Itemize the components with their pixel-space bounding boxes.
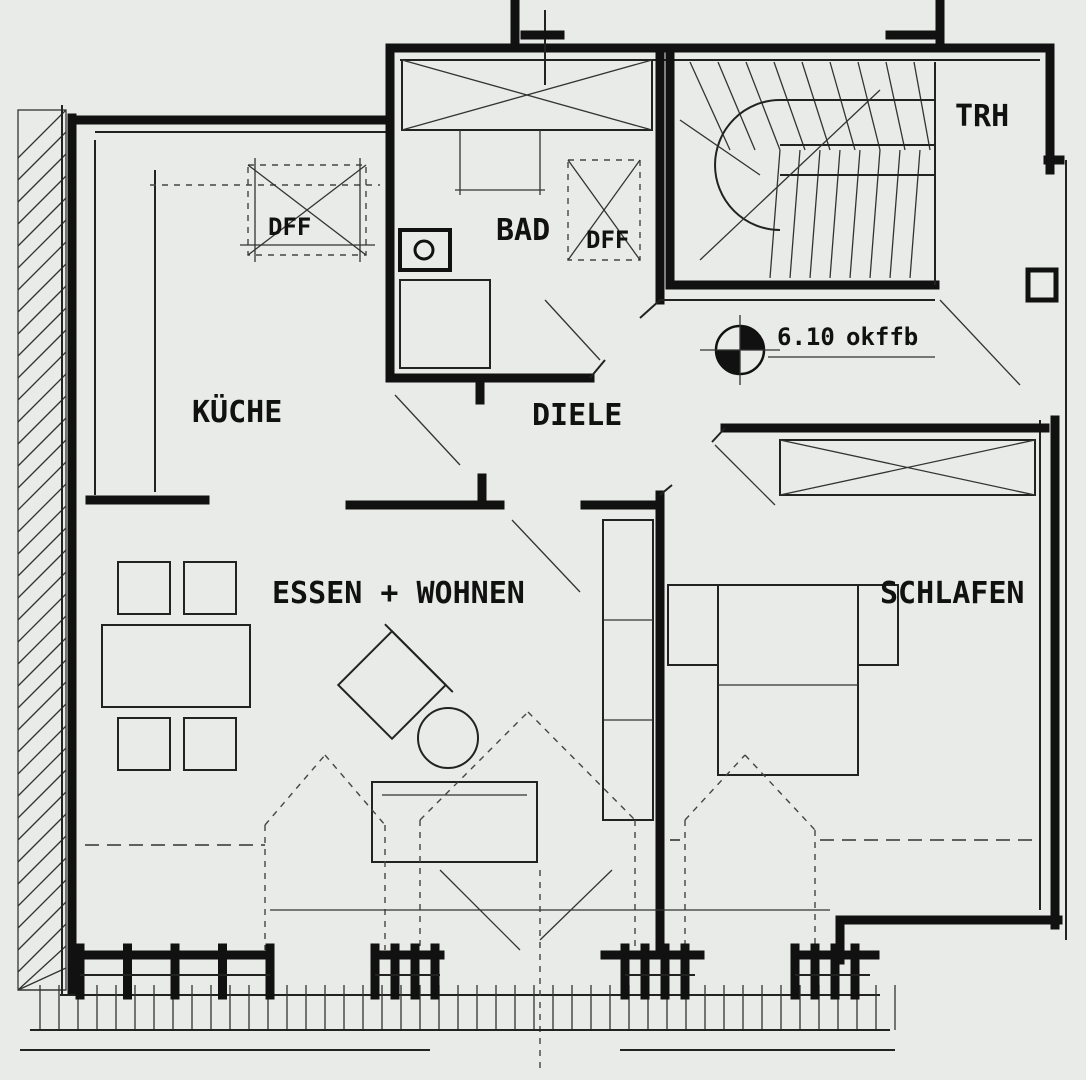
exterior-wall-hatching	[17, 109, 67, 991]
room-label-trh: TRH	[955, 99, 1009, 134]
roof-window-label-bath: DFF	[586, 226, 629, 254]
level-marker	[700, 315, 935, 385]
room-label-kueche: KÜCHE	[192, 393, 282, 430]
level-value: 6.10	[777, 323, 835, 351]
room-label-schlafen: SCHLAFEN	[880, 576, 1025, 611]
balcony-and-windows	[20, 943, 896, 1051]
bath-fixtures	[398, 59, 653, 369]
outer-walls	[60, 43, 1067, 996]
level-unit: okffb	[846, 323, 918, 351]
room-label-essen-wohnen: ESSEN + WOHNEN	[272, 576, 525, 611]
staircase	[679, 61, 936, 285]
interior-walls	[85, 43, 1065, 955]
kitchen-fixtures	[94, 140, 380, 495]
roof-slope-lines	[85, 711, 1040, 1070]
room-label-bad: BAD	[496, 213, 550, 248]
living-furniture	[101, 519, 654, 863]
door-swings	[394, 0, 1021, 593]
roof-window-label-kitchen: DFF	[268, 213, 311, 241]
bedroom-furniture	[667, 439, 1036, 776]
room-label-diele: DIELE	[532, 398, 622, 433]
